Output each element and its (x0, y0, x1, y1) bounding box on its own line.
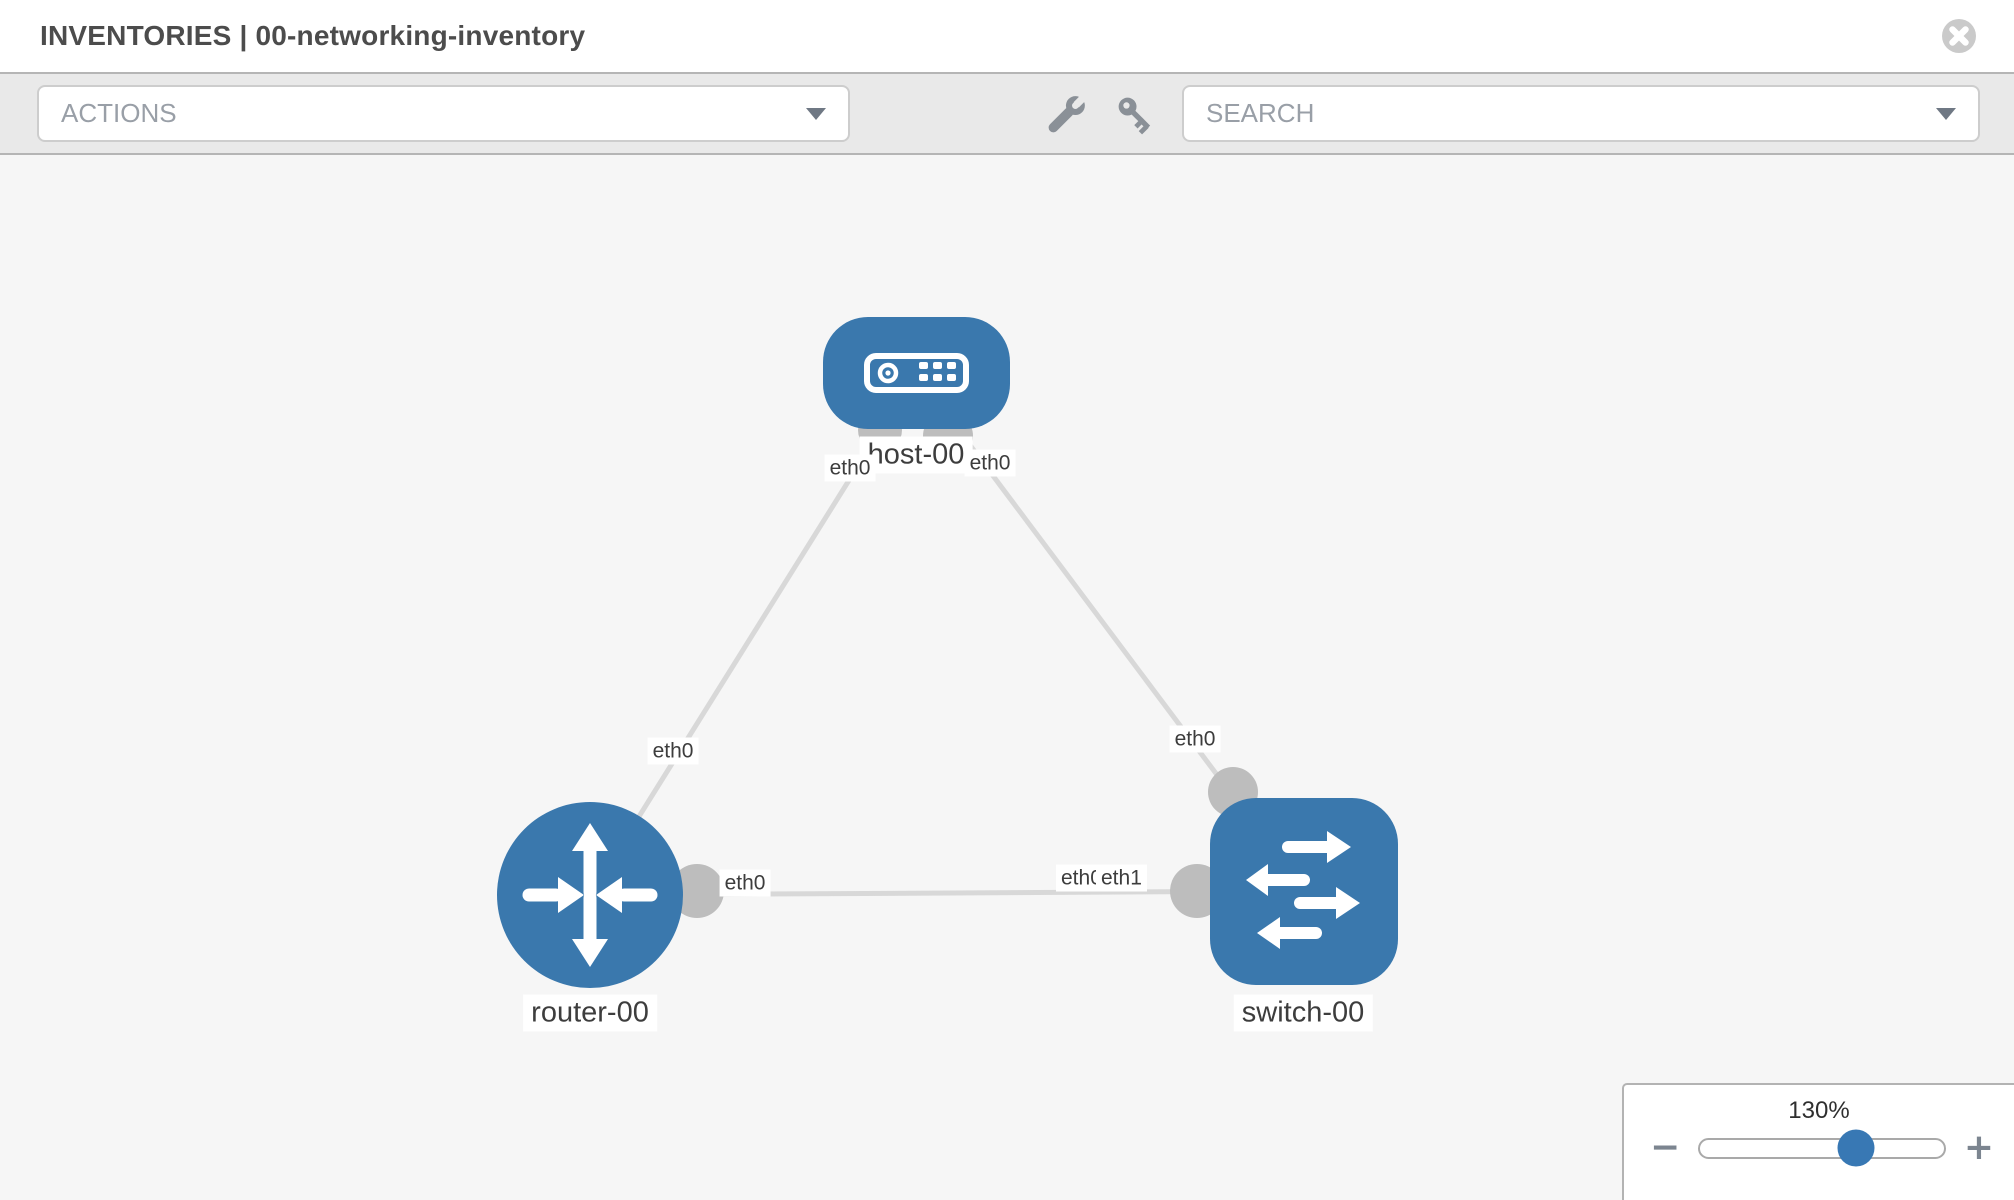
interface-label-switch-eth0-top: eth0 (1169, 725, 1221, 753)
router-icon (522, 823, 658, 967)
actions-dropdown-label: ACTIONS (61, 98, 177, 128)
switch-icon (1246, 831, 1360, 949)
topology-canvas[interactable]: host-00 router-00 switch-00 eth0 eth0 et… (0, 155, 2014, 1200)
node-label-router: router-00 (523, 994, 657, 1032)
node-label-host: host-00 (859, 436, 973, 474)
configure-button[interactable] (1044, 91, 1090, 137)
node-router-00[interactable] (497, 802, 683, 988)
key-icon (1118, 97, 1151, 135)
search-dropdown[interactable]: SEARCH (1182, 85, 1980, 142)
interface-label-host-eth0-right: eth0 (964, 449, 1016, 477)
actions-dropdown[interactable]: ACTIONS (37, 85, 850, 142)
zoom-out-button[interactable]: − (1650, 1127, 1681, 1168)
search-dropdown-label: SEARCH (1206, 98, 1315, 128)
chevron-down-icon (1936, 107, 1956, 120)
interface-label-router-eth0-right: eth0 (719, 869, 771, 897)
chevron-down-icon (806, 107, 826, 120)
node-label-switch: switch-00 (1233, 994, 1373, 1032)
credentials-button[interactable] (1112, 91, 1158, 137)
close-button[interactable] (1940, 17, 1978, 55)
interface-label-router-eth0-top: eth0 (647, 737, 699, 765)
zoom-panel: 130% − + (1622, 1083, 2014, 1200)
interface-dot (670, 864, 724, 918)
interface-label-switch-eth1: eth1 (1096, 864, 1147, 892)
wrench-icon (1048, 93, 1088, 133)
node-switch-00[interactable] (1210, 798, 1398, 985)
host-icon (864, 353, 969, 393)
interface-label-host-eth0-left: eth0 (824, 454, 876, 482)
zoom-slider-handle[interactable] (1837, 1129, 1875, 1167)
page-title: INVENTORIES | 00-networking-inventory (40, 20, 586, 51)
zoom-level-value: 130% (1788, 1097, 1850, 1124)
zoom-slider-track[interactable] (1698, 1129, 1946, 1167)
panel-header: INVENTORIES | 00-networking-inventory (0, 0, 2014, 72)
toolbar: ACTIONS SEARCH (0, 72, 2014, 155)
node-host-00[interactable] (823, 317, 1010, 429)
zoom-in-button[interactable]: + (1963, 1127, 1994, 1168)
close-icon (1942, 19, 1976, 53)
